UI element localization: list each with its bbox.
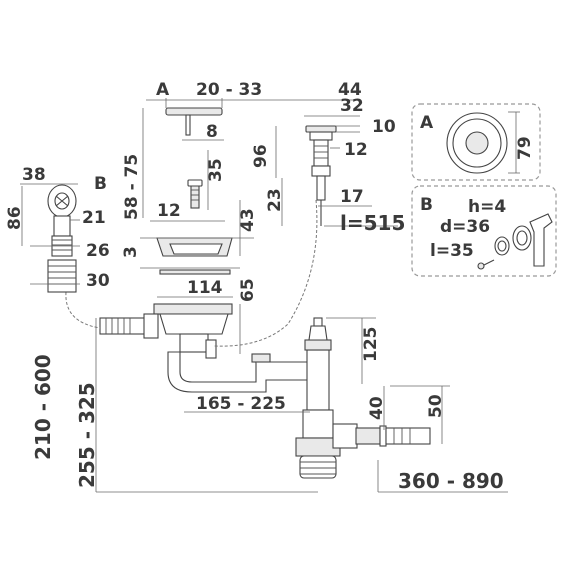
strainer-plug	[146, 98, 280, 136]
u-pipe	[167, 351, 267, 393]
dim-20-33: 20 - 33	[196, 80, 262, 100]
dim-43: 43	[238, 208, 258, 232]
dim-40: 40	[367, 396, 387, 420]
sink-outlet	[153, 303, 233, 359]
siphon-body	[295, 317, 341, 479]
label-b-left: B	[94, 174, 107, 194]
strainer-bowl	[140, 237, 254, 257]
overflow-assembly	[47, 184, 77, 293]
dim-17: 17	[340, 187, 364, 207]
dim-38: 38	[22, 165, 46, 185]
dim-12-mid: 12	[157, 201, 181, 221]
detail-a-box	[411, 103, 541, 181]
detail-a-letter: A	[420, 113, 434, 133]
dim-58-75: 58 - 75	[122, 154, 142, 220]
detail-b-box	[411, 185, 557, 277]
dim-114: 114	[187, 278, 223, 298]
detail-b-letter: B	[420, 195, 433, 215]
dim-21: 21	[82, 208, 106, 228]
overflow-connector	[99, 313, 159, 339]
dim-44: 44	[338, 80, 362, 100]
dim-32: 32	[340, 96, 364, 116]
dim-96: 96	[251, 144, 271, 168]
dim-86: 86	[5, 206, 25, 230]
dim-12-right: 12	[344, 140, 368, 160]
dim-65: 65	[238, 278, 258, 302]
overflow-hose	[65, 291, 101, 329]
dim-26: 26	[86, 241, 110, 261]
dim-30: 30	[86, 271, 110, 291]
dim-125: 125	[361, 327, 381, 363]
detail-b-d: d=36	[440, 217, 490, 237]
dim-35: 35	[206, 158, 226, 182]
detail-b-l: l=35	[430, 241, 474, 261]
detail-a-79: 79	[515, 136, 535, 160]
dim-360-890: 360 - 890	[398, 469, 504, 493]
dim-50: 50	[426, 394, 446, 418]
dim-23: 23	[265, 188, 285, 212]
pneumatic-button	[305, 125, 337, 226]
dim-3: 3	[121, 246, 141, 258]
dim-l515: l=515	[340, 211, 405, 235]
dim-10: 10	[372, 117, 396, 137]
label-a-top: A	[156, 80, 170, 100]
dim-255-325: 255 - 325	[75, 382, 99, 488]
screw	[187, 179, 203, 209]
dim-210-600: 210 - 600	[31, 354, 55, 460]
dim-8: 8	[206, 122, 218, 142]
dim-165-225: 165 - 225	[196, 394, 286, 414]
pneumatic-hose	[213, 199, 318, 347]
detail-b-h: h=4	[468, 197, 506, 217]
outlet-pipe	[332, 423, 431, 449]
